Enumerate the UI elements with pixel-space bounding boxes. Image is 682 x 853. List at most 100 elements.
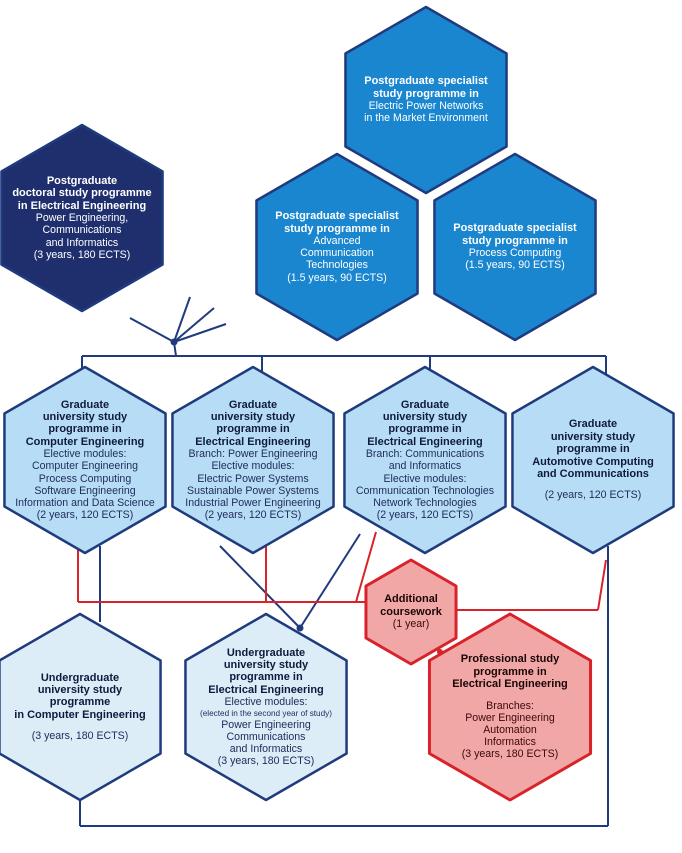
node-title-line: in Electrical Engineering bbox=[17, 199, 147, 212]
node-detail-line: Industrial Power Engineering bbox=[185, 497, 321, 509]
node-title-line: programme bbox=[49, 696, 111, 709]
node-detail-line: Power Engineering bbox=[465, 711, 555, 724]
node-title-line: study programme in bbox=[373, 87, 479, 100]
node-detail-line: Elective modules: bbox=[43, 448, 127, 461]
hexagon-additional bbox=[364, 558, 458, 666]
hexagon-grad-automotive bbox=[511, 365, 675, 555]
node-detail-line: Advanced bbox=[313, 234, 361, 247]
hexagon-undergrad-ee bbox=[184, 612, 348, 802]
node-title-line: university study bbox=[223, 659, 309, 672]
node-detail-line: Electric Power Systems bbox=[197, 472, 309, 485]
node-detail-line: in the Market Environment bbox=[364, 112, 488, 125]
hexagon-undergrad-computer bbox=[0, 612, 162, 802]
hexagon-grad-computer bbox=[3, 365, 167, 555]
node-title-line: Electrical Engineering bbox=[195, 435, 311, 448]
node-detail-line: (2 years, 120 ECTS) bbox=[376, 509, 474, 522]
node-detail-line: Informatics bbox=[484, 736, 536, 749]
node-title-line: university study bbox=[550, 430, 636, 443]
hexagon-specialist-communication bbox=[255, 152, 419, 342]
node-title-line: coursework bbox=[380, 605, 442, 618]
node-detail-line: Process Computing bbox=[468, 247, 562, 260]
node-detail-line: Communication bbox=[300, 247, 374, 260]
node-title-line: programme in bbox=[388, 423, 462, 436]
node-detail-line: Elective modules: bbox=[383, 472, 467, 485]
hexagon-specialist-power-networks bbox=[344, 5, 508, 195]
node-title-line: programme in bbox=[229, 671, 303, 684]
node-detail-line: Software Engineering bbox=[34, 484, 136, 497]
hexagons bbox=[0, 5, 675, 802]
node-detail-line: (2 years, 120 ECTS) bbox=[544, 489, 642, 502]
node-detail-line: (3 years, 180 ECTS) bbox=[217, 755, 315, 768]
node-detail-line: and Informatics bbox=[45, 236, 119, 249]
node-title-line: Electrical Engineering bbox=[452, 678, 568, 691]
junction-dots bbox=[170, 338, 443, 655]
node-detail-line: (1.5 years, 90 ECTS) bbox=[465, 259, 565, 272]
node-title-line: programme in bbox=[216, 423, 290, 436]
node-title-line: Graduate bbox=[568, 418, 618, 431]
node-title-line: doctoral study programme bbox=[12, 187, 152, 200]
node-title-line: programme in bbox=[556, 443, 630, 456]
node-detail-line: (elected in the second year of study) bbox=[200, 708, 332, 718]
hexagon-grad-ee-power bbox=[171, 365, 335, 555]
node-detail-line: (1.5 years, 90 ECTS) bbox=[287, 271, 387, 284]
node-title-line: university study bbox=[37, 683, 123, 696]
node-title-line: Graduate bbox=[228, 398, 278, 411]
node-title-line: study programme in bbox=[462, 234, 568, 247]
node-title-line: Additional bbox=[384, 593, 438, 606]
node-title-line: university study bbox=[210, 410, 296, 423]
node-title-line: in Computer Engineering bbox=[14, 708, 146, 721]
node-detail-line: Branches: bbox=[486, 699, 534, 712]
link-line bbox=[299, 533, 361, 629]
node-title-line: and Communications bbox=[537, 468, 649, 480]
node-detail-line: (2 years, 120 ECTS) bbox=[204, 509, 302, 522]
node-detail-line: Electric Power Networks bbox=[368, 100, 484, 113]
node-detail-line: Power Engineering, bbox=[35, 212, 129, 225]
node-detail-line: Computer Engineering bbox=[31, 460, 138, 473]
hexagon-doctoral bbox=[0, 123, 164, 313]
node-detail-line: Process Computing bbox=[38, 472, 132, 485]
node-detail-line: Power Engineering bbox=[221, 718, 311, 731]
node-detail-line: Elective modules: bbox=[211, 460, 295, 473]
red-line bbox=[597, 559, 607, 611]
fan-line bbox=[173, 307, 215, 343]
node-title-line: programme in bbox=[473, 665, 547, 678]
node-detail-line: Information and Data Science bbox=[15, 497, 155, 509]
node-detail-line: (3 years, 180 ECTS) bbox=[33, 248, 131, 261]
node-detail-line: Sustainable Power Systems bbox=[187, 484, 319, 497]
node-title-line: Postgraduate bbox=[46, 174, 118, 187]
node-title-line: Professional study bbox=[460, 653, 560, 666]
node-detail-line: (2 years, 120 ECTS) bbox=[36, 509, 134, 522]
node-detail-line: Communications bbox=[42, 224, 122, 237]
node-title-line: university study bbox=[42, 410, 128, 423]
node-title-line: Electrical Engineering bbox=[367, 435, 483, 448]
node-title-line: Undergraduate bbox=[40, 671, 120, 684]
node-detail-line: (3 years, 180 ECTS) bbox=[461, 748, 559, 761]
fan-line bbox=[173, 296, 191, 343]
link-line bbox=[219, 545, 301, 629]
hub-dot bbox=[296, 624, 304, 632]
node-title-line: Electrical Engineering bbox=[208, 683, 324, 696]
node-title-line: Automotive Computing bbox=[532, 455, 654, 468]
node-title-line: Graduate bbox=[400, 398, 450, 411]
node-detail-line: Communication Technologies bbox=[355, 484, 495, 497]
red-line bbox=[355, 531, 377, 603]
node-title-line: Postgraduate specialist bbox=[364, 75, 488, 88]
node-title-line: Computer Engineering bbox=[25, 435, 145, 448]
node-title-line: Postgraduate specialist bbox=[275, 210, 399, 223]
node-detail-line: Elective modules: bbox=[224, 696, 308, 709]
node-title-line: Undergraduate bbox=[226, 646, 306, 659]
node-detail-line: and Informatics bbox=[388, 460, 462, 473]
node-detail-line: Branch: Power Engineering bbox=[188, 448, 318, 461]
node-title-line: Postgraduate specialist bbox=[453, 222, 577, 235]
fan-line bbox=[173, 323, 227, 343]
node-title-line: Graduate bbox=[60, 398, 110, 411]
